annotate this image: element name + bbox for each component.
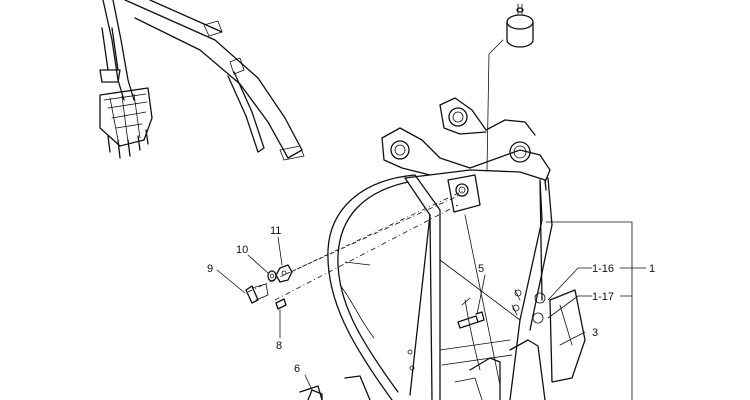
label-part-1-16: 1-16 bbox=[592, 263, 614, 275]
label-part-8: 8 bbox=[276, 340, 282, 352]
center-lines bbox=[247, 189, 466, 301]
label-part-11: 11 bbox=[270, 225, 281, 237]
label-part-5: 5 bbox=[478, 263, 484, 275]
small-parts bbox=[245, 264, 485, 400]
bucket-body bbox=[299, 97, 586, 400]
label-part-1: 1 bbox=[649, 263, 655, 275]
label-part-1-17: 1-17 bbox=[592, 291, 614, 303]
part-labels: 1 1-16 1-17 3 5 6 8 9 10 11 bbox=[207, 225, 655, 375]
label-part-6: 6 bbox=[294, 363, 300, 375]
bushing-part bbox=[486, 3, 534, 171]
leader-lines bbox=[216, 221, 647, 400]
label-part-3: 3 bbox=[592, 327, 598, 339]
label-part-10: 10 bbox=[236, 244, 248, 256]
backhoe-arm-inset bbox=[99, 0, 305, 161]
label-part-9: 9 bbox=[207, 263, 213, 275]
